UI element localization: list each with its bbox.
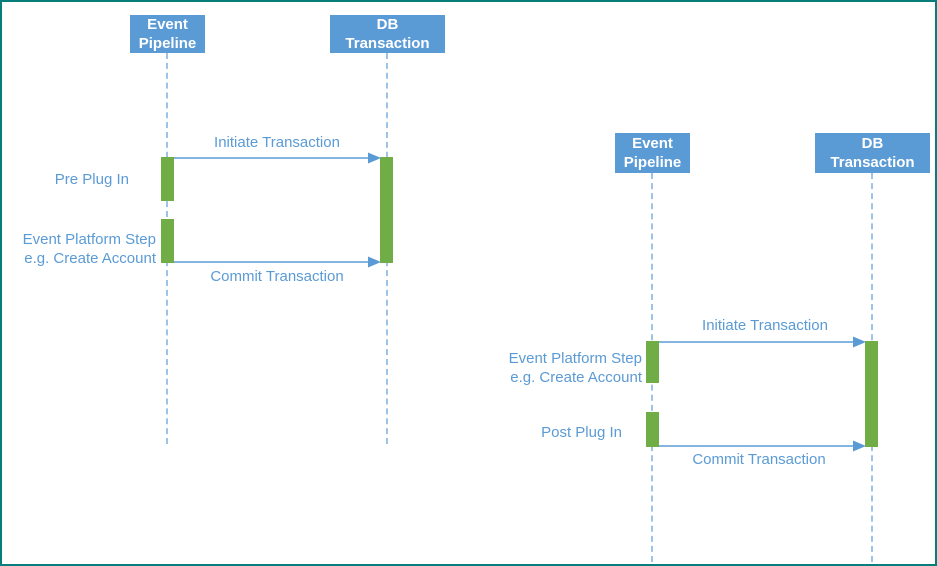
left-commit-transaction-label: Commit Transaction: [210, 268, 344, 285]
left-event-platform-step-label: Event Platform Step e.g. Create Account: [22, 231, 156, 267]
right-commit-transaction-label: Commit Transaction: [692, 451, 826, 468]
right-actor-event-pipeline: Event Pipeline: [615, 133, 690, 173]
right-post-plug-in-label: Post Plug In: [541, 424, 622, 441]
right-activation-db-transaction: [865, 341, 878, 447]
right-activation-post-plug-in: [646, 412, 659, 447]
left-initiate-transaction-label: Initiate Transaction: [214, 134, 340, 151]
right-actor-db-transaction: DB Transaction: [815, 133, 930, 173]
right-commit-transaction-arrow: [659, 440, 866, 452]
left-pre-plug-in-label: Pre Plug In: [54, 171, 129, 188]
right-initiate-transaction-label: Initiate Transaction: [702, 317, 828, 334]
left-actor-db-transaction: DB Transaction: [330, 15, 445, 53]
right-activation-event-platform-step: [646, 341, 659, 383]
right-event-platform-step-label: Event Platform Step e.g. Create Account: [508, 350, 642, 386]
left-initiate-transaction-arrow: [174, 152, 381, 164]
left-activation-db-transaction: [380, 157, 393, 263]
left-commit-transaction-arrow: [174, 256, 381, 268]
left-actor-event-pipeline: Event Pipeline: [130, 15, 205, 53]
right-initiate-transaction-arrow: [659, 336, 866, 348]
left-activation-pre-plug-in: [161, 157, 174, 201]
left-activation-event-platform-step: [161, 219, 174, 263]
